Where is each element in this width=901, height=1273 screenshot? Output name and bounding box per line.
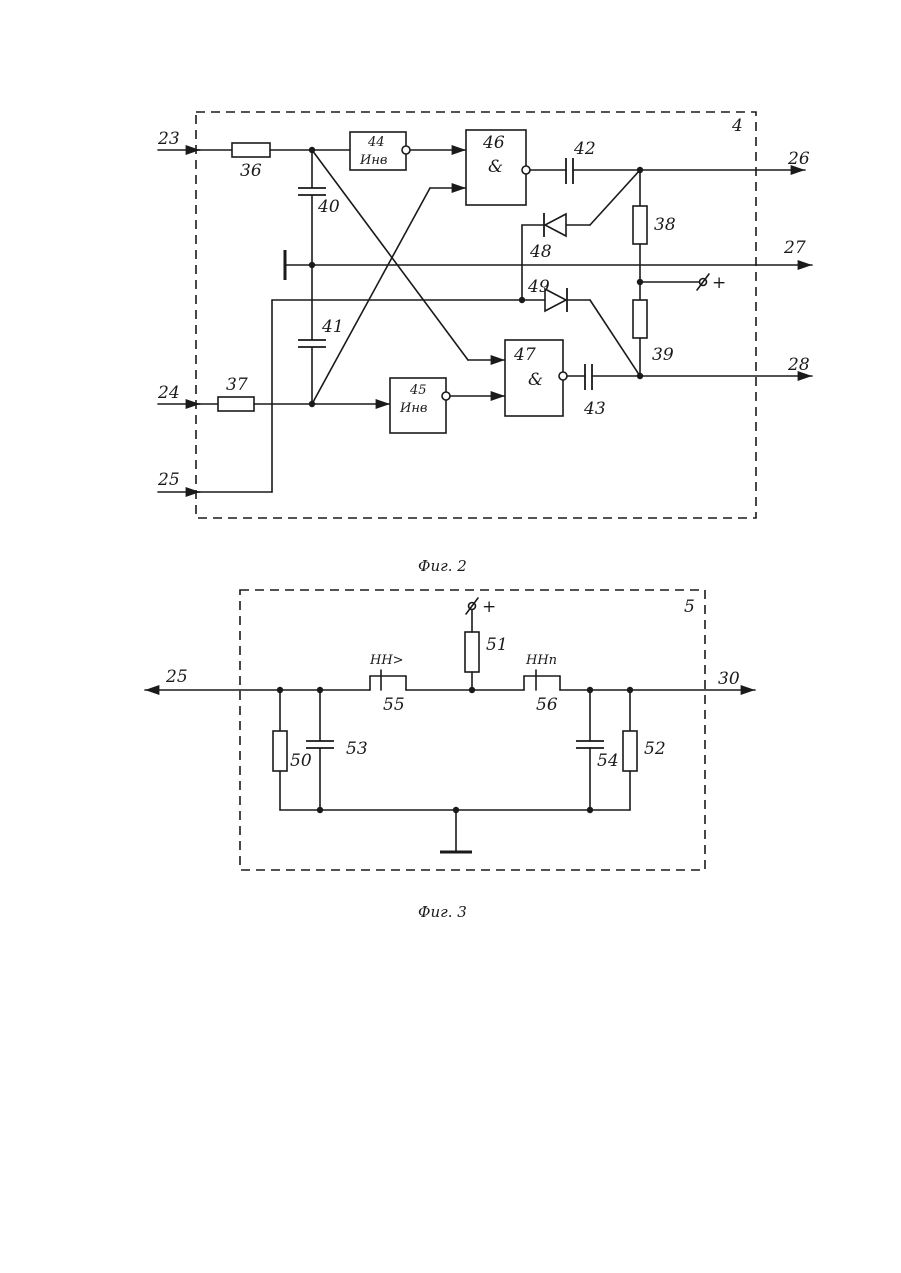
diode-48 [545, 214, 566, 236]
capacitor-42-label: 42 [573, 139, 596, 159]
capacitor-41-label: 41 [321, 317, 344, 337]
terminal-26-label: 26 [787, 149, 810, 169]
resistor-36 [232, 143, 270, 157]
capacitor-54-label: 54 [597, 751, 619, 771]
figure-2: 4 23 36 44 Инв 46 & 42 26 38 [157, 112, 812, 575]
terminal-24-label: 24 [157, 383, 180, 403]
resistor-38 [633, 206, 647, 244]
resistor-36-label: 36 [240, 161, 262, 181]
resistor-39 [633, 300, 647, 338]
diode-49-label: 49 [527, 277, 550, 297]
inverter-45-number: 45 [409, 383, 427, 398]
capacitor-40-label: 40 [317, 197, 340, 217]
and-gate-47-number: 47 [513, 345, 536, 365]
contact-56-text: ННn [525, 653, 557, 668]
resistor-38-label: 38 [654, 215, 676, 235]
terminal-28-label: 28 [787, 355, 810, 375]
resistor-51-label: 51 [486, 635, 508, 655]
block-5-number: 5 [684, 597, 695, 617]
figure-2-caption: Фиг. 2 [418, 557, 467, 575]
resistor-37 [218, 397, 254, 411]
figure-3: 5 25 НН> 55 51 + ННn 56 30 [145, 590, 755, 921]
terminal-23-label: 23 [157, 129, 180, 149]
supply-plus-label-fig3: + [482, 597, 496, 617]
figure-3-caption: Фиг. 3 [418, 903, 467, 921]
and-gate-47-symbol: & [528, 370, 543, 390]
terminal-27-label: 27 [783, 238, 806, 258]
and-gate-46-number: 46 [482, 133, 505, 153]
contact-56-number: 56 [536, 695, 558, 715]
resistor-50 [273, 731, 287, 771]
terminal-25-label: 25 [157, 470, 180, 490]
contact-55-number: 55 [383, 695, 405, 715]
block-4-number: 4 [731, 116, 743, 136]
terminal-30-label: 30 [718, 669, 740, 689]
inverter-45-output-bubble [442, 392, 450, 400]
resistor-50-label: 50 [290, 751, 312, 771]
inverter-44-text: Инв [359, 153, 387, 168]
capacitor-43-label: 43 [583, 399, 606, 419]
resistor-51 [465, 632, 479, 672]
and-gate-47-output-bubble [559, 372, 567, 380]
resistor-52-label: 52 [644, 739, 666, 759]
resistor-37-label: 37 [226, 375, 248, 395]
inverter-44-number: 44 [367, 135, 385, 150]
supply-plus-label-fig2: + [712, 273, 726, 293]
resistor-52 [623, 731, 637, 771]
and-gate-46-output-bubble [522, 166, 530, 174]
inverter-44-output-bubble [402, 146, 410, 154]
diode-48-label: 48 [529, 242, 552, 262]
contact-55-text: НН> [369, 653, 404, 668]
capacitor-53-label: 53 [346, 739, 368, 759]
resistor-39-label: 39 [652, 345, 674, 365]
terminal-25-label-fig3: 25 [165, 667, 188, 687]
inverter-45-text: Инв [399, 401, 427, 416]
and-gate-46-symbol: & [488, 157, 503, 177]
